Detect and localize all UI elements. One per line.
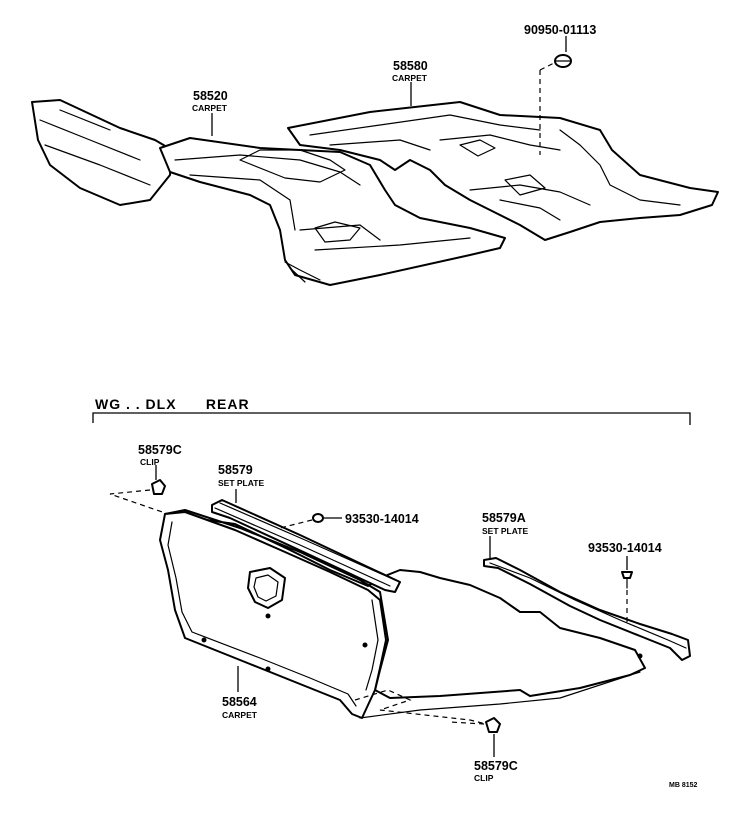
screw-93530-a-icon [312,513,324,523]
part-number-58520: 58520 [193,89,228,103]
part-name-58579C-bottom: CLIP [474,773,494,783]
rear-carpet-58580 [287,101,719,241]
part-name-58564: CARPET [222,710,258,720]
clip-90950-icon [554,54,572,68]
part-number-58580: 58580 [393,59,428,73]
part-name-58579: SET PLATE [218,478,264,488]
clip-58579c-top-icon [151,479,166,495]
part-number-58579A: 58579A [482,511,526,525]
rear-carpet-58564 [159,509,646,726]
part-number-90950-01113: 90950-01113 [524,23,596,37]
part-number-58579: 58579 [218,463,253,477]
part-name-58580: CARPET [392,73,428,83]
screw-93530-b-icon [621,571,633,589]
section-bracket [92,412,691,425]
part-name-58579C-top: CLIP [140,457,160,467]
section-title: WG . . DLX REAR [95,396,250,412]
part-number-58579C-top: 58579C [138,443,182,457]
drawing-code: MB 8152 [669,782,698,789]
part-name-58520: CARPET [192,103,228,113]
front-carpet-58520 [31,99,506,286]
clip-58579c-bottom-icon [485,717,501,733]
part-number-93530-14014-b: 93530-14014 [588,541,662,555]
dashed-line-58579c-top [109,489,169,515]
dashed-line-93530-a [279,519,313,529]
set-plate-58579 [211,499,401,593]
part-name-58579A: SET PLATE [482,526,528,536]
part-number-58579C-bottom: 58579C [474,759,518,773]
part-number-93530-14014-a: 93530-14014 [345,512,419,526]
dashed-line-58579c-bottom [449,721,485,725]
set-plate-58579a [483,557,691,661]
part-number-58564: 58564 [222,695,257,709]
